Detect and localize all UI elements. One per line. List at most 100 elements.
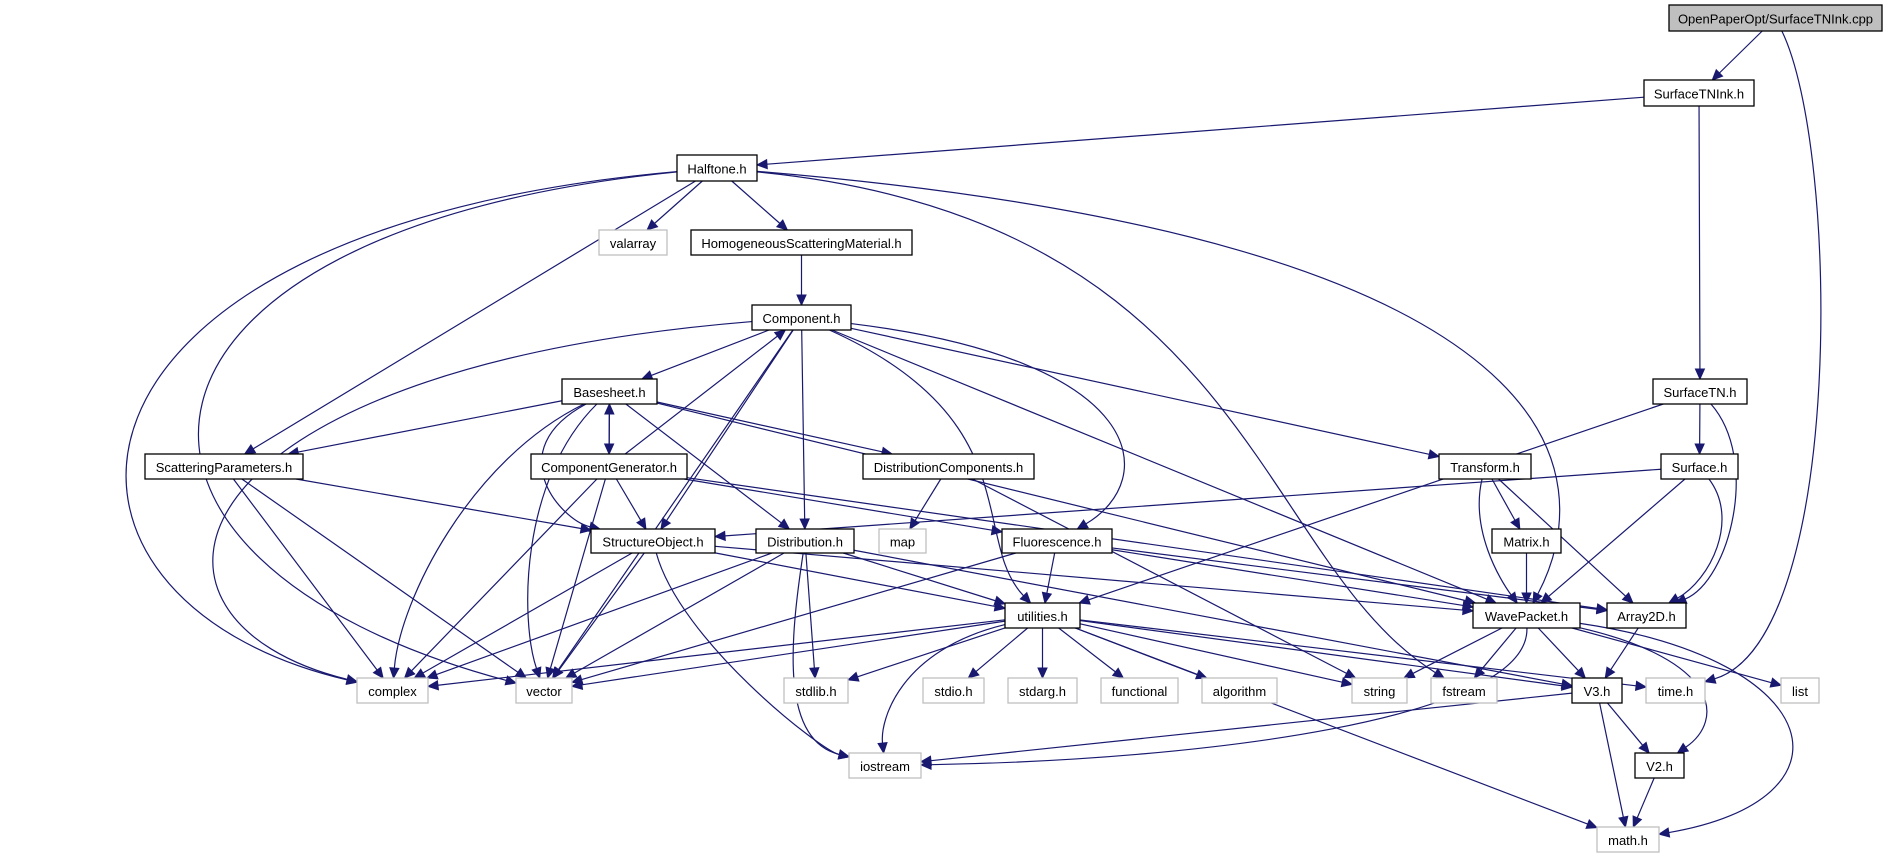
arrowhead-icon xyxy=(1595,603,1609,615)
node-distributioncomponents[interactable]: DistributionComponents.h xyxy=(862,453,1035,480)
node-box xyxy=(1780,677,1820,704)
node-label: valarray xyxy=(610,236,657,251)
arrowhead-icon xyxy=(1657,827,1671,838)
edge-utilities-to-V3 xyxy=(1079,619,1574,691)
arrowhead-icon xyxy=(1621,592,1634,604)
edge-Distribution-to-stdlib xyxy=(805,552,820,680)
edge-line xyxy=(1079,619,1563,687)
node-box xyxy=(144,453,304,480)
node-box xyxy=(783,677,849,704)
node-box xyxy=(1571,677,1623,704)
node-distribution[interactable]: Distribution.h xyxy=(755,528,855,554)
edge-WavePacket-to-math xyxy=(1579,622,1794,838)
edge-Component-to-Transform xyxy=(850,327,1441,460)
node-component[interactable]: Component.h xyxy=(751,304,852,331)
edge-line xyxy=(1074,627,1588,825)
node-matrix[interactable]: Matrix.h xyxy=(1491,528,1562,554)
edge-Halftone-to-fstream xyxy=(756,171,1446,679)
node-array2d[interactable]: Array2D.h xyxy=(1606,602,1687,629)
edges-layer xyxy=(125,30,1822,838)
node-surfacetn[interactable]: SurfaceTN.h xyxy=(1652,378,1748,405)
edge-line xyxy=(615,478,642,521)
edge-ComponentGenerator-to-Component xyxy=(624,329,787,455)
node-box xyxy=(1430,677,1498,704)
node-time: time.h xyxy=(1645,677,1706,704)
node-utilities[interactable]: utilities.h xyxy=(1004,602,1081,629)
arrowhead-icon xyxy=(1703,673,1717,684)
node-box xyxy=(676,154,758,182)
node-label: list xyxy=(1792,684,1808,699)
edge-line xyxy=(1046,552,1056,594)
edge-Halftone-to-valarray xyxy=(646,180,703,231)
node-transform[interactable]: Transform.h xyxy=(1438,453,1532,480)
node-v3[interactable]: V3.h xyxy=(1571,677,1623,704)
node-v2[interactable]: V2.h xyxy=(1634,752,1685,779)
edge-SurfaceTN-to-Array2D xyxy=(1674,403,1737,604)
edge-line xyxy=(1677,478,1723,599)
edge-utilities-to-iostream xyxy=(877,623,1006,755)
edge-StructureObject-to-vector xyxy=(552,552,645,679)
edge-utilities-to-stdio xyxy=(967,627,1029,679)
edge-Surface-to-WavePacket xyxy=(1540,478,1686,604)
edge-line xyxy=(232,478,378,671)
node-surfacetnink[interactable]: SurfaceTNInk.h xyxy=(1643,79,1755,107)
node-box xyxy=(1645,677,1706,704)
arrowhead-icon xyxy=(403,666,416,679)
node-fluorescence[interactable]: Fluorescence.h xyxy=(1001,528,1113,554)
node-wavepacket[interactable]: WavePacket.h xyxy=(1472,602,1581,629)
edge-line xyxy=(393,403,585,669)
edge-line xyxy=(1111,547,1598,610)
edge-line xyxy=(558,552,645,671)
arrowhead-icon xyxy=(413,668,427,679)
arrowhead-icon xyxy=(837,749,851,760)
node-basesheet[interactable]: Basesheet.h xyxy=(561,378,658,405)
node-hsm[interactable]: HomogeneousScatteringMaterial.h xyxy=(690,229,913,256)
node-box xyxy=(1491,528,1562,554)
edge-line xyxy=(756,171,1436,674)
node-box xyxy=(598,229,668,256)
edge-Component-to-complex xyxy=(212,320,753,685)
edge-line xyxy=(1579,622,1794,834)
edge-line xyxy=(1698,105,1701,370)
node-root: OpenPaperOpt/SurfaceTNInk.cpp xyxy=(1668,4,1883,32)
edge-line xyxy=(1079,619,1637,687)
edge-line xyxy=(853,549,1563,685)
arrowhead-icon xyxy=(552,666,564,679)
node-componentgenerator[interactable]: ComponentGenerator.h xyxy=(530,453,688,480)
edge-Halftone-to-vector xyxy=(197,171,678,686)
node-box xyxy=(1668,4,1883,32)
edge-ScatteringParameters-to-vector xyxy=(241,478,528,679)
node-surface[interactable]: Surface.h xyxy=(1660,453,1739,480)
arrowhead-icon xyxy=(1676,742,1690,754)
node-label: algorithm xyxy=(1213,684,1266,699)
edge-line xyxy=(437,619,1006,686)
arrowhead-icon xyxy=(1632,815,1643,829)
node-box xyxy=(1652,378,1748,405)
node-scatteringparameters[interactable]: ScatteringParameters.h xyxy=(144,453,304,480)
edge-line xyxy=(1088,403,1664,601)
node-label: Transform.h xyxy=(1450,460,1520,475)
edge-line xyxy=(930,627,1528,766)
edge-line xyxy=(422,552,633,674)
node-label: complex xyxy=(368,684,417,699)
node-structureobject[interactable]: StructureObject.h xyxy=(590,528,716,554)
arrowhead-icon xyxy=(909,517,920,531)
edge-line xyxy=(1079,623,1343,683)
arrowhead-icon xyxy=(504,675,518,686)
edge-Fluorescence-to-Array2D xyxy=(1111,547,1609,615)
node-label: V2.h xyxy=(1646,759,1673,774)
edge-ComponentGenerator-to-Fluorescence xyxy=(684,478,1004,536)
edge-line xyxy=(655,552,840,756)
node-functional: functional xyxy=(1100,677,1179,704)
edge-ComponentGenerator-to-vector xyxy=(545,478,606,680)
node-box xyxy=(1606,602,1687,629)
edge-Distribution-to-V3 xyxy=(853,549,1574,690)
arrowhead-icon xyxy=(1521,592,1532,605)
arrowhead-icon xyxy=(990,524,1004,536)
node-fstream: fstream xyxy=(1430,677,1498,704)
arrowhead-icon xyxy=(426,679,440,691)
arrowhead-icon xyxy=(846,671,860,682)
edge-Distribution-to-utilities xyxy=(843,552,1007,606)
node-halftone[interactable]: Halftone.h xyxy=(676,154,758,182)
arrowhead-icon xyxy=(604,402,615,415)
